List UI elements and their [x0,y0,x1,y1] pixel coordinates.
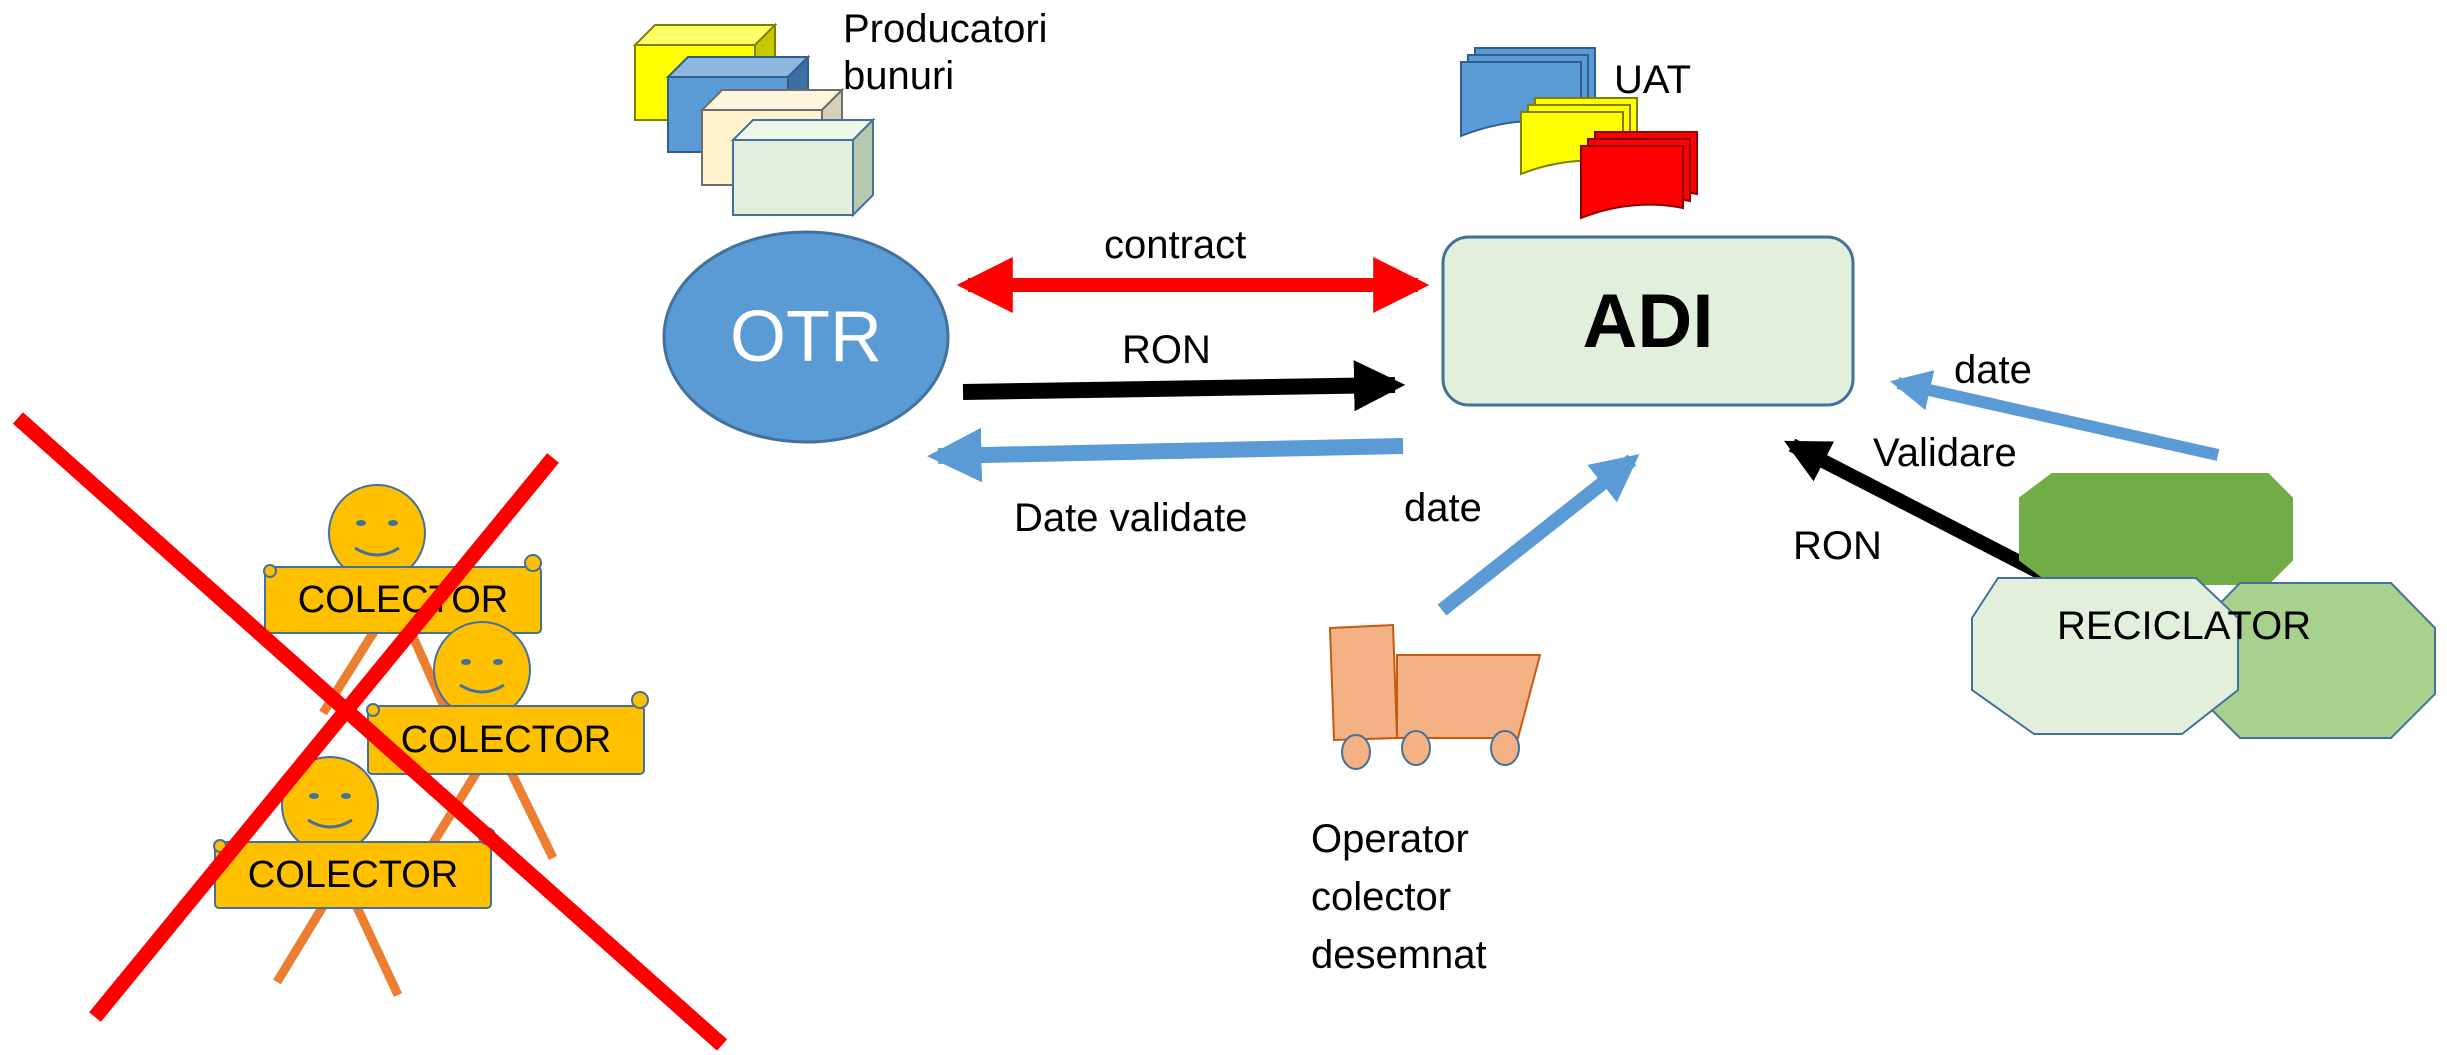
date-validate-label: Date validate [1014,496,1248,540]
operator-label: Operator colector desemnat [1311,810,1487,984]
otr-node [662,230,950,444]
ron-label-otr-adi: RON [1122,328,1211,372]
uat-documents-icon [1460,47,1698,220]
date-arrow-recycler [1890,370,2220,461]
ron-arrow-recycler [1784,438,2074,595]
recycler-node [1971,473,2436,739]
ron-recycler-label: RON [1793,524,1882,568]
operator-label-line2: colector [1311,875,1452,919]
ron-arrow-otr-adi [962,360,1406,412]
date-validate-arrow [927,427,1404,483]
date-operator-label: date [1404,486,1482,530]
collector-label: COLECTOR [400,718,612,761]
producers-label-line2: bunuri [843,54,955,98]
recycler-label: RECICLATOR [2057,604,2312,648]
collector-label: COLECTOR [247,853,459,896]
producers-label-line1: Producatori [843,7,1048,51]
operator-label-line3: desemnat [1311,933,1487,977]
collector-label: COLECTOR [297,578,509,621]
producers-cubes-icon [632,22,876,218]
operator-label-line1: Operator [1311,817,1469,861]
otr-label: OTR [730,297,882,377]
producers-label: Producatori bunuri [843,6,1048,100]
adi-label: ADI [1582,278,1714,364]
date-recycler-label: date [1954,348,2032,392]
uat-label: UAT [1614,58,1692,102]
contract-label: contract [1104,223,1247,267]
truck-icon [1328,623,1542,770]
adi-node [1441,235,1855,407]
date-arrow-operator [1437,454,1640,616]
validare-label: Validare [1873,431,2017,475]
